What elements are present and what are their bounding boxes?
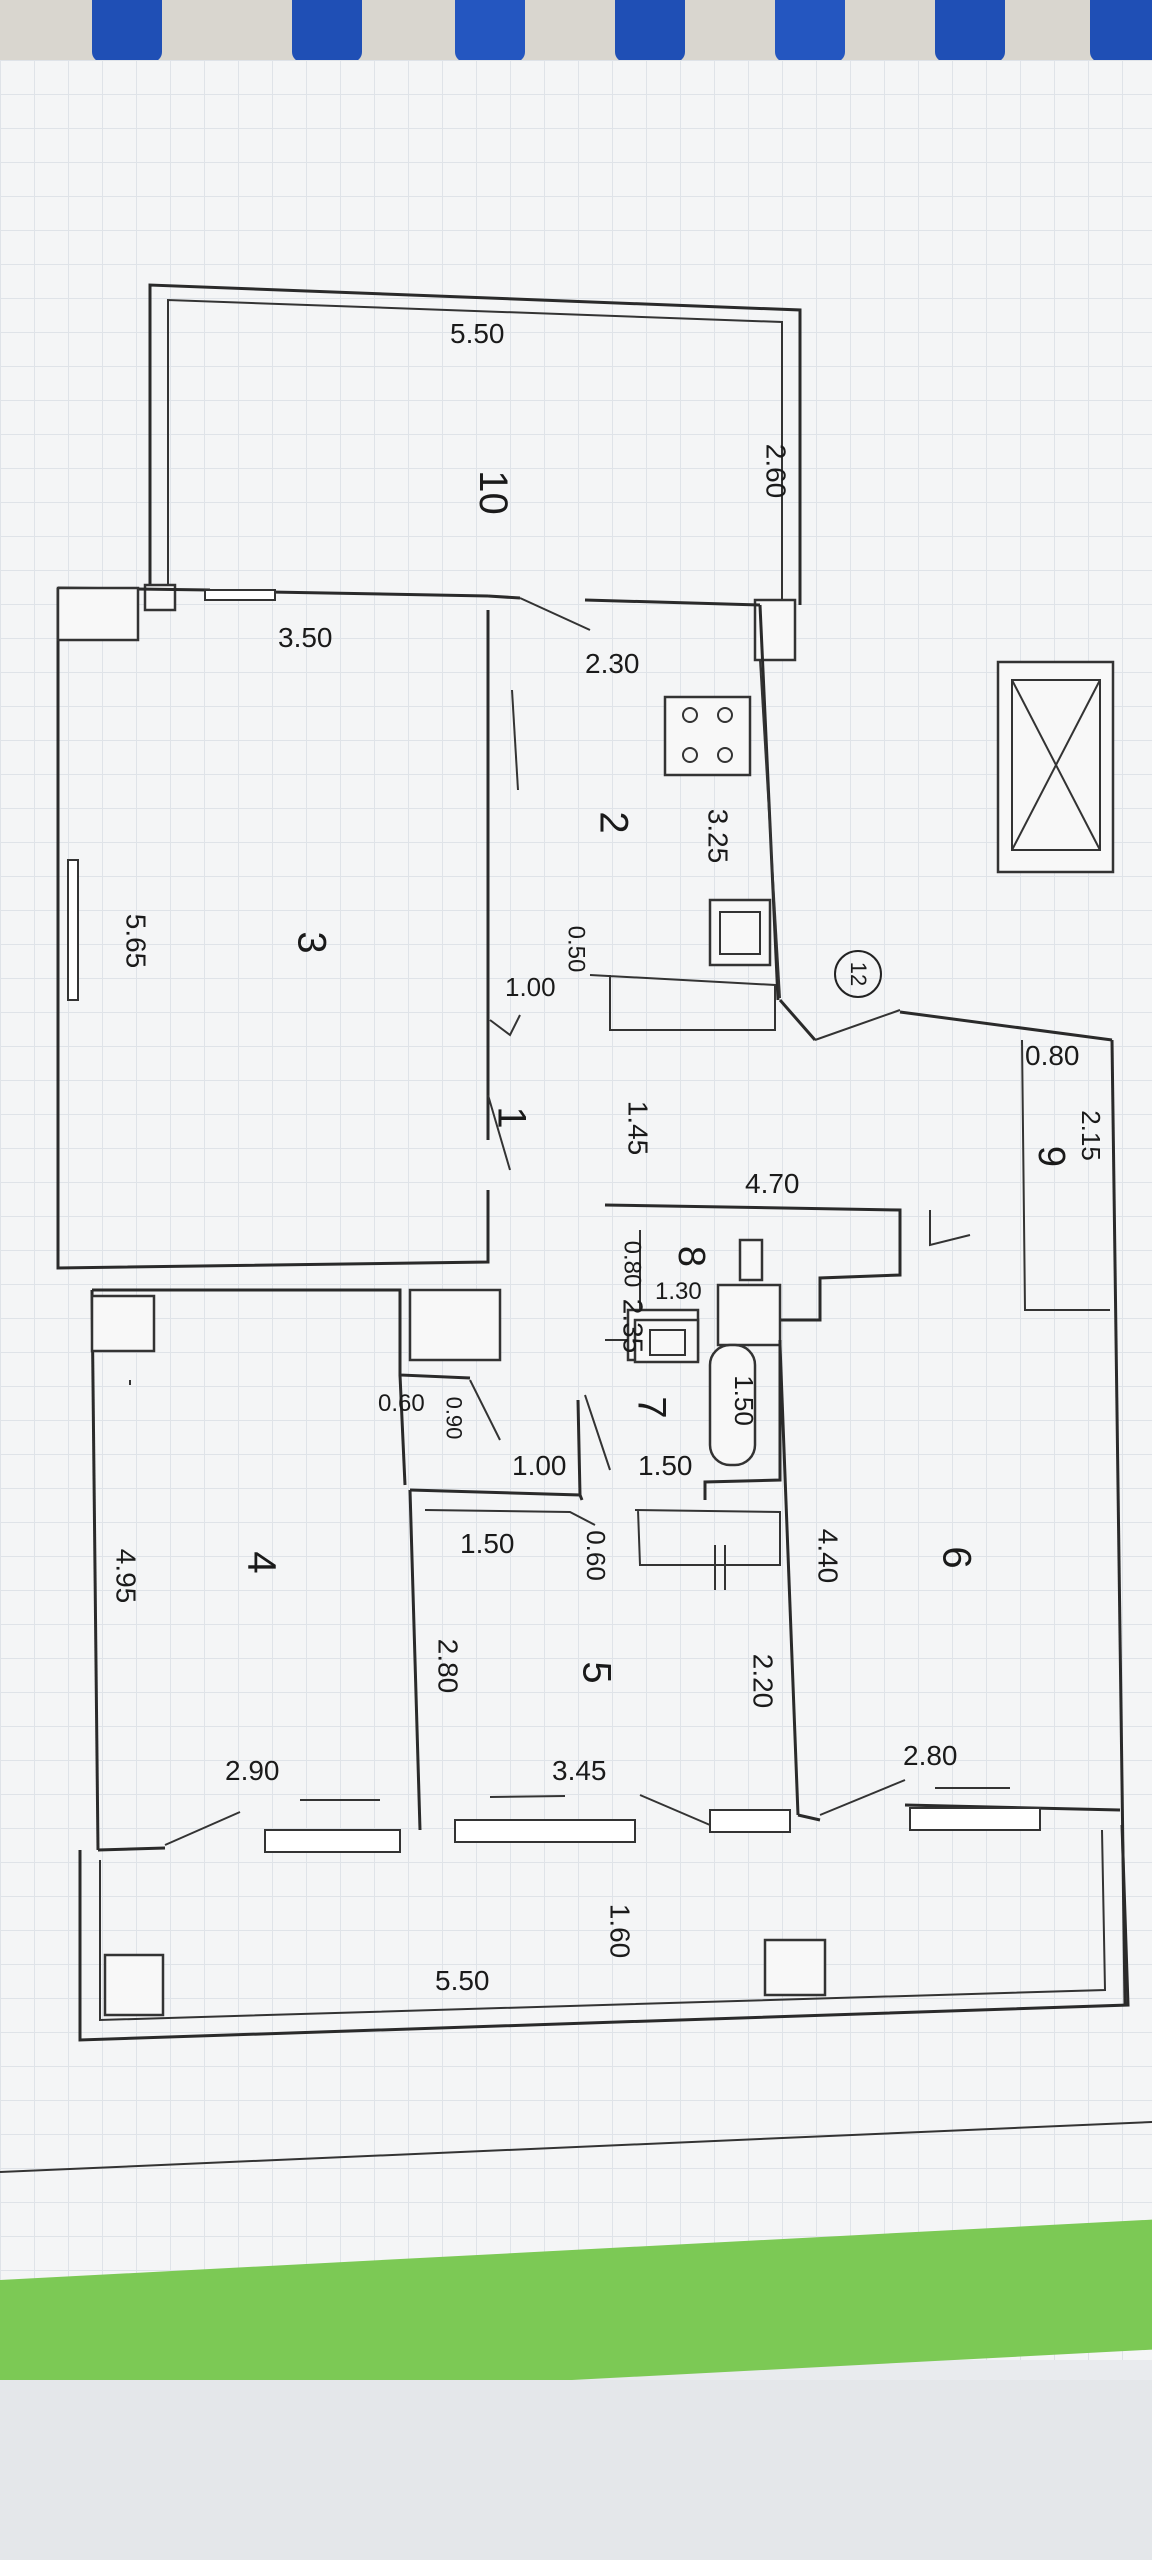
binder-ring: [292, 0, 362, 62]
page-rule-line: [0, 2121, 1152, 2173]
dimension-label: 1.50: [460, 1528, 515, 1559]
dimension-label: 2.20: [747, 1653, 779, 1709]
dimension-label: 4.40: [812, 1528, 844, 1584]
dimension-label: 1.00: [505, 972, 556, 1002]
dimension-label: 5.65: [120, 913, 152, 969]
table-surface: [0, 2380, 1152, 2560]
dimension-label: 3.50: [278, 622, 333, 653]
dimension-label: 0.90: [441, 1396, 467, 1440]
sink-icon: [708, 898, 772, 967]
dimension-label: 4.95: [110, 1548, 142, 1604]
room-number: 7: [629, 1396, 674, 1419]
dimension-label: 2.60: [760, 443, 792, 499]
dimension-label: 1.45: [622, 1100, 654, 1156]
dimension-label: 1.60: [604, 1903, 636, 1959]
binder-ring: [1090, 0, 1152, 62]
room-10-outline: [143, 283, 802, 662]
binder-ring: [455, 0, 525, 62]
dimension-label: 0.60: [580, 1530, 611, 1581]
dimension-label: 1.30: [655, 1278, 702, 1305]
dimension-label: 1.50: [638, 1450, 693, 1481]
binder-ring: [775, 0, 845, 62]
binder-ring: [935, 0, 1005, 62]
dimension-label: 2.80: [432, 1638, 464, 1694]
room-number: 8: [670, 1245, 713, 1268]
room-number: 1: [489, 1106, 534, 1129]
room-number: 9: [1030, 1145, 1073, 1168]
paper-sheet: [0, 60, 1152, 2360]
dimension-label: 0.80: [1025, 1040, 1080, 1071]
ventilation-shaft-icon: [996, 660, 1115, 874]
binder-ring: [92, 0, 162, 62]
dimension-label: 1.50: [728, 1375, 759, 1426]
room-2-outline: [487, 594, 781, 1031]
stove-icon: [663, 695, 752, 777]
room-3-outline: [56, 586, 511, 1270]
dimension-label: 0.60: [378, 1390, 425, 1417]
dimension-label: 4.70: [745, 1168, 800, 1199]
dimension-label: 5.50: [435, 1965, 490, 1996]
dimension-label: 2.15: [1075, 1110, 1106, 1161]
binder-ring: [615, 0, 685, 62]
room-number: 4: [239, 1551, 284, 1574]
dimension-label: 5.50: [450, 318, 505, 349]
dimension-label: 1.00: [512, 1450, 567, 1481]
dimension-label: 3.45: [552, 1755, 607, 1786]
room-number: 2: [591, 811, 636, 834]
dimension-label: 2.35: [617, 1298, 649, 1354]
room-5-outline: [408, 1344, 800, 1831]
bottom-balcony-outline: [78, 1787, 1130, 2042]
dimension-label: 0.80: [618, 1240, 646, 1288]
room-number: 5: [574, 1661, 619, 1684]
dimension-label: 0.50: [562, 925, 590, 973]
room-number: 6: [934, 1546, 979, 1569]
dimension-label: 2.80: [903, 1740, 958, 1771]
bathroom-core-outline: [576, 1203, 971, 1500]
apartment-number-badge: 12: [834, 950, 882, 998]
room-number: 3: [289, 931, 334, 954]
room-4-outline: [90, 1288, 502, 1851]
dimension-label: 2.30: [585, 648, 640, 679]
room-number: 10: [470, 470, 515, 515]
dimension-label: 3.25: [702, 808, 734, 864]
dimension-label: 2.90: [225, 1755, 280, 1786]
